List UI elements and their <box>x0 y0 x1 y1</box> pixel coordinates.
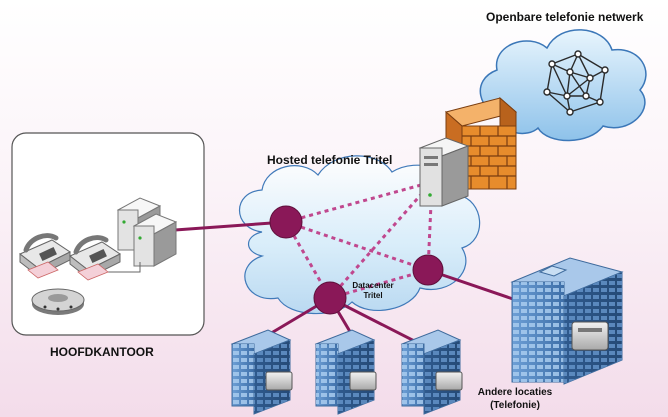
other-locations-label: Andere locaties (Telefonie) <box>470 386 560 412</box>
gateway-device-icon <box>571 321 609 351</box>
hub-node-right <box>412 254 444 286</box>
conference-phone-icon <box>31 288 85 315</box>
hq-phone-cable <box>108 262 141 273</box>
desk-phone-icon <box>69 235 121 281</box>
datacenter-label-line2: Tritel <box>363 291 383 300</box>
public-network-cloud-icon <box>479 29 647 142</box>
other-locations-label-line2: (Telefonie) <box>490 400 540 411</box>
datacenter-label-line1: Datacenter <box>352 281 394 290</box>
headquarters-label: HOOFDKANTOOR <box>50 345 154 359</box>
datacenter-label: Datacenter Tritel <box>345 281 401 301</box>
mesh-network-icon <box>543 50 609 116</box>
network-nodes <box>269 205 444 315</box>
office-building-icon <box>230 329 293 415</box>
hosted-telephony-label: Hosted telefonie Tritel <box>267 153 393 167</box>
datacenter-node <box>313 281 347 315</box>
link-hq-to-hub <box>174 220 287 232</box>
large-office-building-icon <box>510 257 624 385</box>
other-locations-label-line1: Andere locaties <box>477 387 553 398</box>
office-building-icon <box>314 329 377 415</box>
office-building-icon <box>400 329 463 415</box>
public-network-label: Openbare telefonie netwerk <box>486 10 644 24</box>
hq-gateway-server-icon <box>116 197 178 267</box>
server-icon <box>418 137 470 207</box>
headquarters-box <box>11 132 205 336</box>
desk-phone-icon <box>19 233 71 279</box>
hub-node-left <box>269 205 303 239</box>
